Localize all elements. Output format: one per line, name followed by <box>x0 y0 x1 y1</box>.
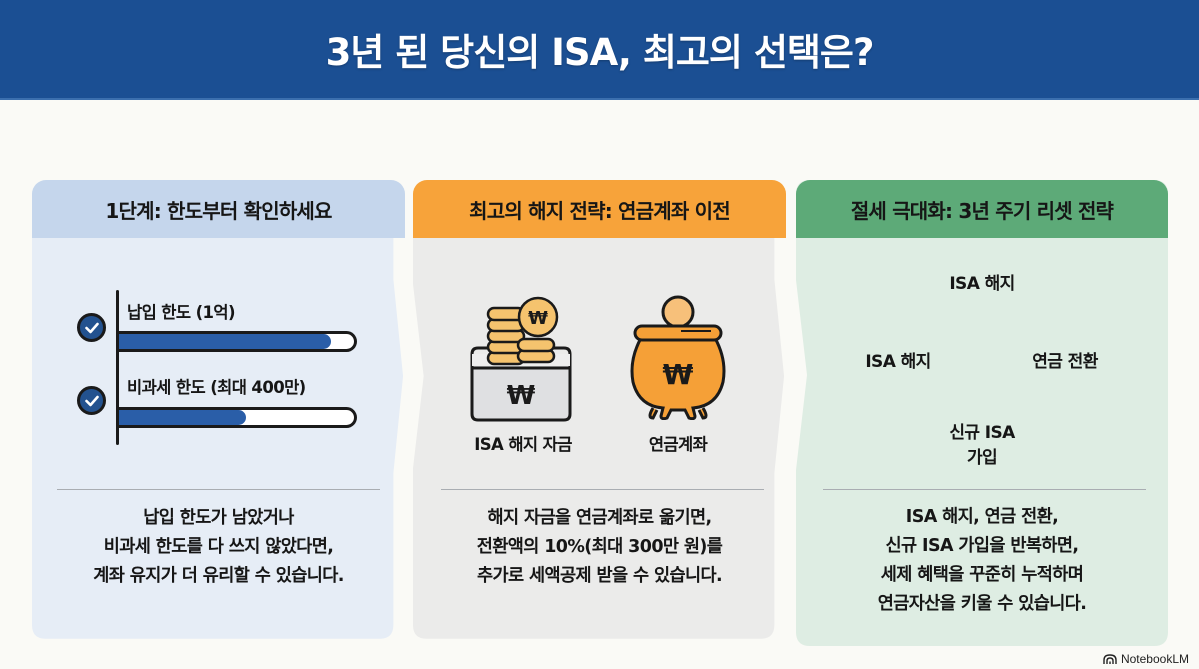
divider <box>823 489 1146 490</box>
brand-name: NotebookLM <box>1120 652 1189 666</box>
panel-description: 납입 한도가 남았거나 비과세 한도를 다 쓰지 않았다면, 계좌 유지가 더 … <box>93 508 344 586</box>
svg-text:₩: ₩ <box>663 358 694 391</box>
brand-watermark: NotebookLM <box>1103 652 1189 666</box>
contribution-limit-label: 납입 한도 (1억) <box>127 303 236 322</box>
bar-axis-line <box>116 290 119 445</box>
divider <box>441 489 764 490</box>
panel-best-strategy-pension-transfer: 최고의 해지 전략: 연금계좌 이전 ₩ ₩ ISA 해지 자금 ₩ 연금계 <box>413 180 786 646</box>
money-pot-won-icon: ₩ <box>630 295 726 420</box>
page-title: 3년 된 당신의 ISA, 최고의 선택은? <box>325 31 875 74</box>
cycle-step-pension-transfer: 연금 전환 <box>1032 352 1098 372</box>
panel-header: 최고의 해지 전략: 연금계좌 이전 <box>413 180 786 238</box>
cycle-step-isa-close-top: ISA 해지 <box>949 274 1015 294</box>
pension-account-label: 연금계좌 <box>648 435 708 454</box>
title-banner: 3년 된 당신의 ISA, 최고의 선택은? <box>0 0 1199 100</box>
panel-description: ISA 해지, 연금 전환, 신규 ISA 가입을 반복하면, 세제 혜택을 꾸… <box>877 507 1087 614</box>
coin-box-won-icon: ₩ ₩ <box>470 296 572 422</box>
svg-text:₩: ₩ <box>507 381 536 411</box>
panel-header: 절세 극대화: 3년 주기 리셋 전략 <box>796 180 1168 238</box>
isa-funds-label: ISA 해지 자금 <box>474 435 572 454</box>
check-circle-icon <box>77 313 106 342</box>
panel-description: 해지 자금을 연금계좌로 옮기면, 전환액의 10%(최대 300만 원)를 추… <box>476 508 723 586</box>
divider <box>57 489 380 490</box>
check-circle-icon <box>77 386 106 415</box>
panel-header: 1단계: 한도부터 확인하세요 <box>32 180 405 238</box>
tax-free-limit-bar <box>119 407 357 428</box>
cycle-step-isa-close-left: ISA 해지 <box>865 352 931 372</box>
notebooklm-logo-icon <box>1103 653 1117 664</box>
tax-free-limit-fill <box>119 410 246 425</box>
contribution-limit-fill <box>119 334 331 349</box>
panel-step1-check-limits: 1단계: 한도부터 확인하세요 납입 한도 (1억) 비과세 한도 (최대 40… <box>32 180 405 646</box>
panel-body-chevron-shape <box>413 187 785 639</box>
contribution-limit-bar <box>119 331 357 352</box>
panel-3year-reset-strategy: 절세 극대화: 3년 주기 리셋 전략 ISA 해지 ISA 해지 연금 전환 … <box>796 180 1168 646</box>
cycle-step-new-isa: 신규 ISA 가입 <box>949 423 1015 468</box>
svg-text:₩: ₩ <box>528 308 548 329</box>
tax-free-limit-label: 비과세 한도 (최대 400만) <box>127 378 306 397</box>
panel-body-shape <box>796 180 1168 646</box>
